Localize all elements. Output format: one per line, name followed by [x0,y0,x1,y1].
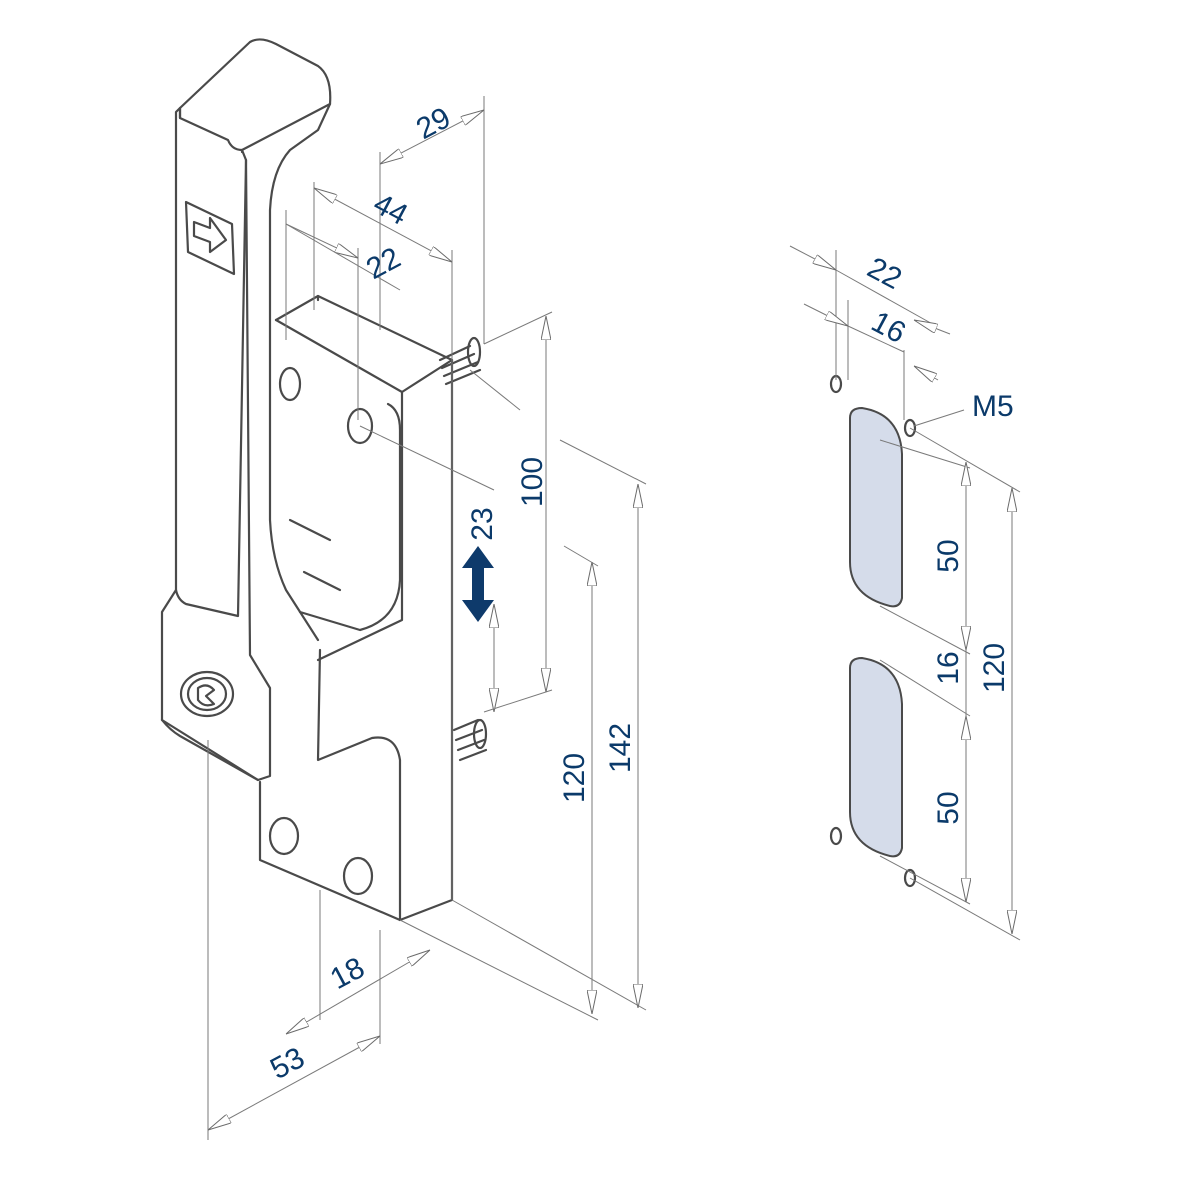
screw-hole-2 [903,418,917,438]
screw-hole-3 [829,826,843,846]
dim-label-120: 120 [558,753,591,803]
spring-pin-top [438,336,482,386]
double-arrow-vertical-icon [462,546,494,622]
strike-dim-label-16-mid: 16 [932,651,965,684]
strike-dim-label-120: 120 [978,643,1011,693]
strike-dim-label-16-top: 16 [866,305,911,350]
strike-dimensions: 22 16 M5 50 16 120 50 [789,245,1021,941]
dim-label-29: 29 [411,101,456,146]
lock-cylinder-icon [179,670,235,718]
spring-pin-bottom [452,718,488,762]
dim-label-53: 53 [265,1041,310,1086]
slot-top [849,406,903,608]
dim-label-100: 100 [516,457,549,507]
strike-dim-label-22: 22 [862,251,907,296]
base-plate [258,294,454,922]
dim-label-23: 23 [466,507,499,540]
dim-label-142: 142 [604,723,637,773]
latch-dimensions: 29 44 22 100 23 120 142 18 53 [207,96,647,1140]
strike-plate [829,374,917,888]
screw-hole-4 [903,868,917,888]
lever-top-cap [178,38,332,154]
arrow-right-icon [184,200,236,276]
strike-dim-label-50-bottom: 50 [932,791,965,824]
strike-dim-label-50-top: 50 [932,539,965,572]
latch-assembly [160,38,494,922]
dim-label-22: 22 [361,241,406,286]
dim-label-44: 44 [368,187,413,232]
lever-handle [160,102,332,782]
slot-bottom [849,656,903,858]
strike-label-m5: M5 [972,390,1014,423]
